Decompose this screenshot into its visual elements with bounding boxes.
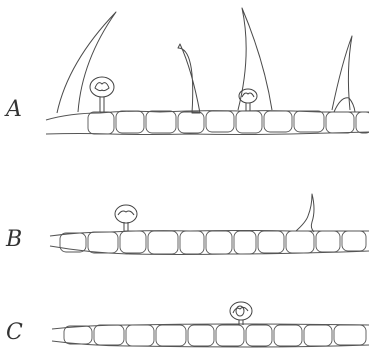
panel-b-hair <box>296 194 314 232</box>
panel-b-drawing <box>50 194 369 255</box>
panel-b-gland <box>115 205 137 231</box>
panel-a-hair-4 <box>332 36 352 110</box>
panel-a-hair-4-base <box>334 98 355 112</box>
panel-a-gland-1 <box>90 77 114 112</box>
panel-a-drawing <box>46 8 369 135</box>
panel-a-hair-2 <box>178 44 200 113</box>
panel-c-gland <box>230 302 252 325</box>
panel-c-cell-row <box>64 325 366 346</box>
panel-a-cell-row <box>88 111 369 134</box>
panel-b-cell-row <box>60 231 366 254</box>
panel-a-hair-1 <box>57 12 116 113</box>
panel-c-drawing <box>52 302 369 347</box>
